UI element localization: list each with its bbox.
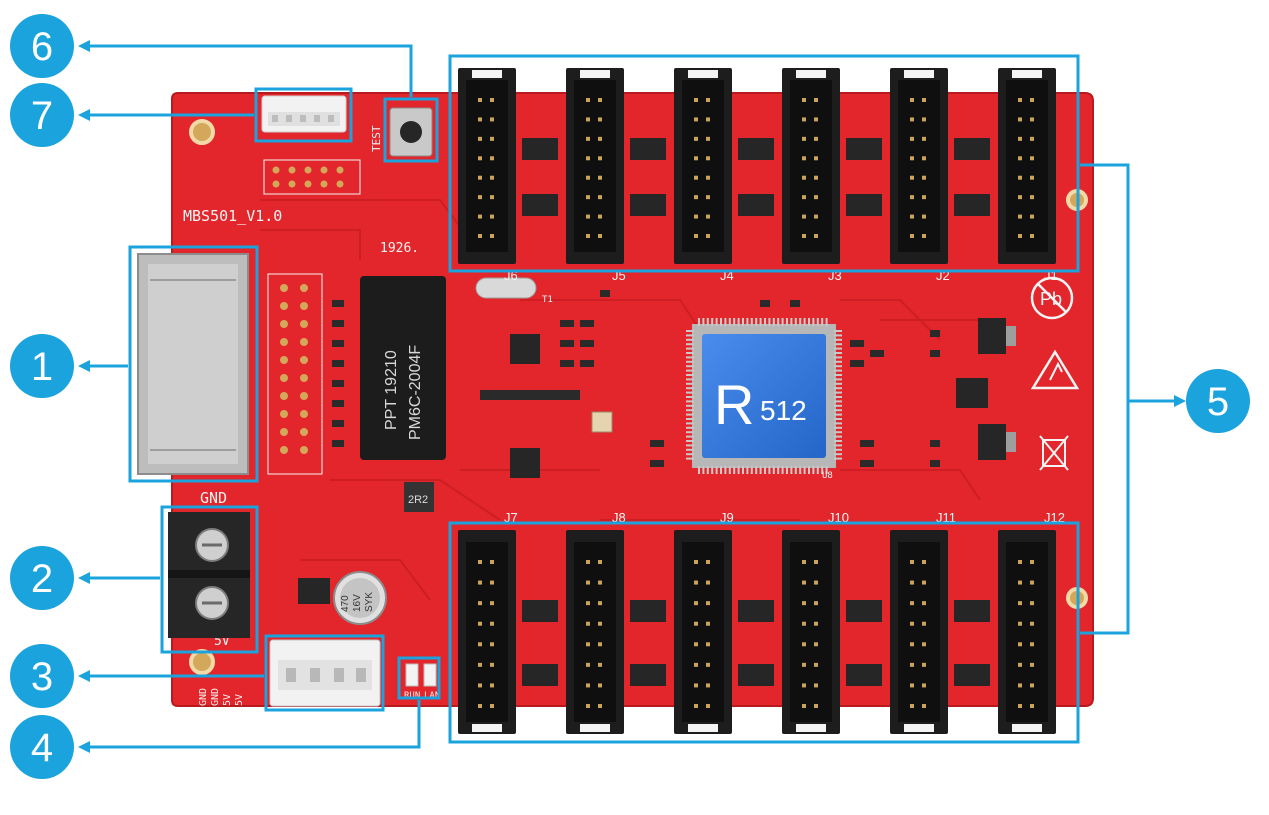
hub-connector-j1 [998,68,1056,264]
lan-led [423,663,437,687]
smd-components [332,290,940,467]
run-led [405,663,419,687]
callout-badge-2: 2 [10,546,74,610]
r512-controller-chip: R 512 U8 [686,318,842,481]
ethernet-transformer: PPT 19210 PM6C-2004F [360,276,446,460]
board-model-label: MBS501_V1.0 [183,207,282,225]
callout-badge-1: 1 [10,334,74,398]
callout-box-2 [160,505,259,654]
electrolytic-capacitor: 470 16V SYK [333,571,387,625]
power-ic [298,578,330,604]
pcb-board [171,92,1094,707]
transformer-line-1: PPT 19210 [383,350,400,430]
capacitor-line-1: 470 [340,595,351,612]
callout-arrowheads [78,40,1186,753]
leader-6 [84,44,413,97]
callout-badges: 6 7 1 2 3 4 5 [10,14,1250,779]
svg-text:2R2: 2R2 [408,494,428,506]
callout-badge-7: 7 [10,83,74,147]
capacitor-line-3: SYK [364,592,375,612]
phy-chips [510,334,613,478]
crystal-oscillator: T1 [475,277,553,305]
hub-connector-j11 [890,530,948,734]
hub-label-j12: J12 [1044,510,1065,525]
board-date-code: 1926. [380,241,419,256]
power-pin-2: GND [210,688,221,706]
hub-label-j9: J9 [720,510,734,525]
hub-connector-j9 [674,530,732,734]
capacitor-line-2: 16V [352,594,363,612]
chip-u8: U8 [822,471,833,481]
svg-text:7: 7 [31,94,53,138]
callout-box-4 [397,656,441,700]
hub-connector-j6 [458,68,516,264]
callout-box-5-bottom [448,521,1080,744]
power-terminal [168,512,250,638]
hub-connector-j5 [566,68,624,264]
callout-boxes [128,54,1080,744]
hub-connector-j10 [782,530,840,734]
callout-box-1 [128,245,259,483]
pin-header-cn6 [263,159,361,195]
hub-connector-j12 [998,530,1056,734]
test-button: TEST [370,107,433,157]
hub-connector-j3 [782,68,840,264]
status-leds: RUN LAN [404,663,440,701]
mount-hole-bl [189,649,215,675]
hub-label-j11: J11 [936,510,956,525]
mount-hole-tl [189,119,215,145]
hub-connector-j2 [890,68,948,264]
pcb-traces [260,199,1000,601]
crystal-label: T1 [542,295,553,305]
power-pin-1: GND [198,688,209,706]
weee-bin-icon [1039,435,1069,471]
hub-label-j8: J8 [612,510,626,525]
svg-text:3: 3 [31,655,53,699]
pin-header-cn4 [267,273,323,475]
leader-4 [84,700,421,749]
callout-box-5-top [448,54,1080,273]
rj45-ethernet-port [137,253,249,475]
callout-badge-3: 3 [10,644,74,708]
run-label: RUN [404,691,420,701]
hub-label-j10: J10 [828,510,849,525]
gnd-label: GND [200,489,227,507]
hub-connector-j7 [458,530,516,734]
svg-text:5: 5 [1207,380,1229,424]
test-label: TEST [370,125,383,152]
uart-connector [261,95,347,133]
leader-5 [1080,163,1180,635]
svg-text:6: 6 [31,25,53,69]
callout-badge-4: 4 [10,715,74,779]
power-pin-4: 5V [234,694,245,706]
pcb-body [171,92,1094,707]
power-pin-labels: GND GND 5V 5V [198,688,245,706]
hub-label-j7: J7 [504,510,518,525]
callout-badge-6: 6 [10,14,74,78]
svg-text:1: 1 [31,345,53,389]
lan-label: LAN [424,691,440,701]
svg-text:2: 2 [31,557,53,601]
callout-leader-lines [84,44,1180,749]
callout-badge-5: 5 [1186,369,1250,433]
chip-model: 512 [760,395,807,426]
svg-text:4: 4 [31,726,53,770]
hub-connector-j8 [566,530,624,734]
voltage-regulators [956,318,1016,460]
hub-connector-j4 [674,68,732,264]
callout-box-6 [383,97,439,163]
power-connector [269,639,381,707]
hub-connectors-bottom: J7 J8 J9 J10 J11 J12 [458,510,1065,734]
inductor: 2R2 [404,482,434,512]
power-pin-3: 5V [222,694,233,706]
lead-free-icon: Pb [1030,276,1074,320]
transformer-line-2: PM6C-2004F [407,345,424,440]
chip-brand: R [714,373,754,436]
callout-box-3 [264,634,385,712]
callout-box-7 [254,87,353,143]
esd-warning-icon [1030,349,1080,390]
